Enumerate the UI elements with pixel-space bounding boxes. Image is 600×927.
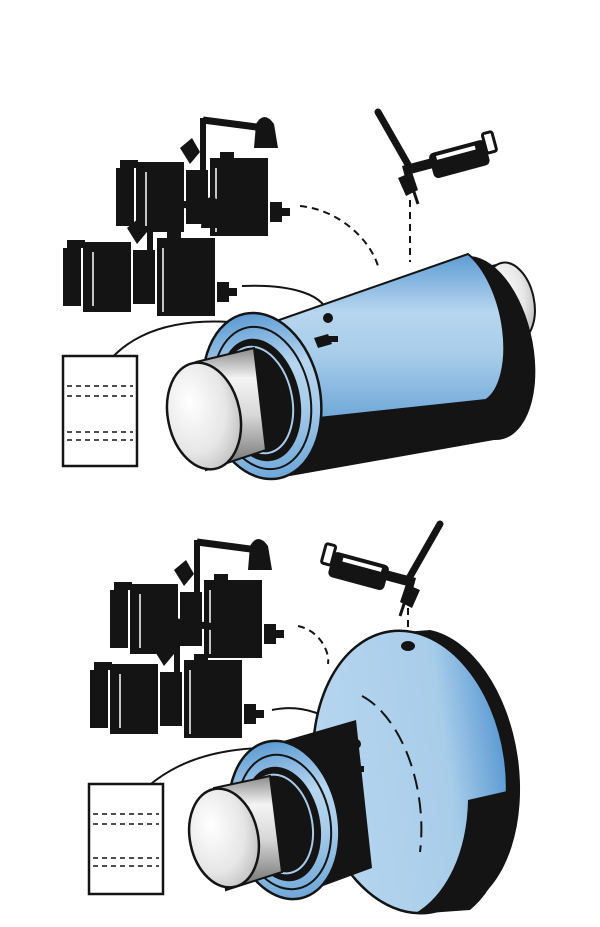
grease-gun-icon	[378, 112, 497, 204]
oil-port	[351, 739, 361, 749]
oil-port	[323, 313, 333, 323]
grease-gun-icon	[321, 524, 440, 616]
hydraulic-pump-icon	[63, 197, 237, 316]
oil-container-icon	[61, 354, 139, 468]
pressure-gauge-icon	[314, 334, 338, 348]
dashed-hose	[299, 205, 379, 267]
shaft-front	[187, 774, 284, 892]
top-panel	[61, 112, 536, 481]
dashed-hose	[297, 625, 330, 665]
oil-port	[401, 641, 415, 651]
shaft-front	[165, 346, 268, 472]
pressure-gauge-icon	[340, 764, 364, 778]
bottom-panel	[87, 524, 521, 915]
hydraulic-pump-icon	[110, 539, 284, 658]
oil-container-icon	[87, 782, 165, 896]
bearing-sleeve	[201, 252, 536, 481]
